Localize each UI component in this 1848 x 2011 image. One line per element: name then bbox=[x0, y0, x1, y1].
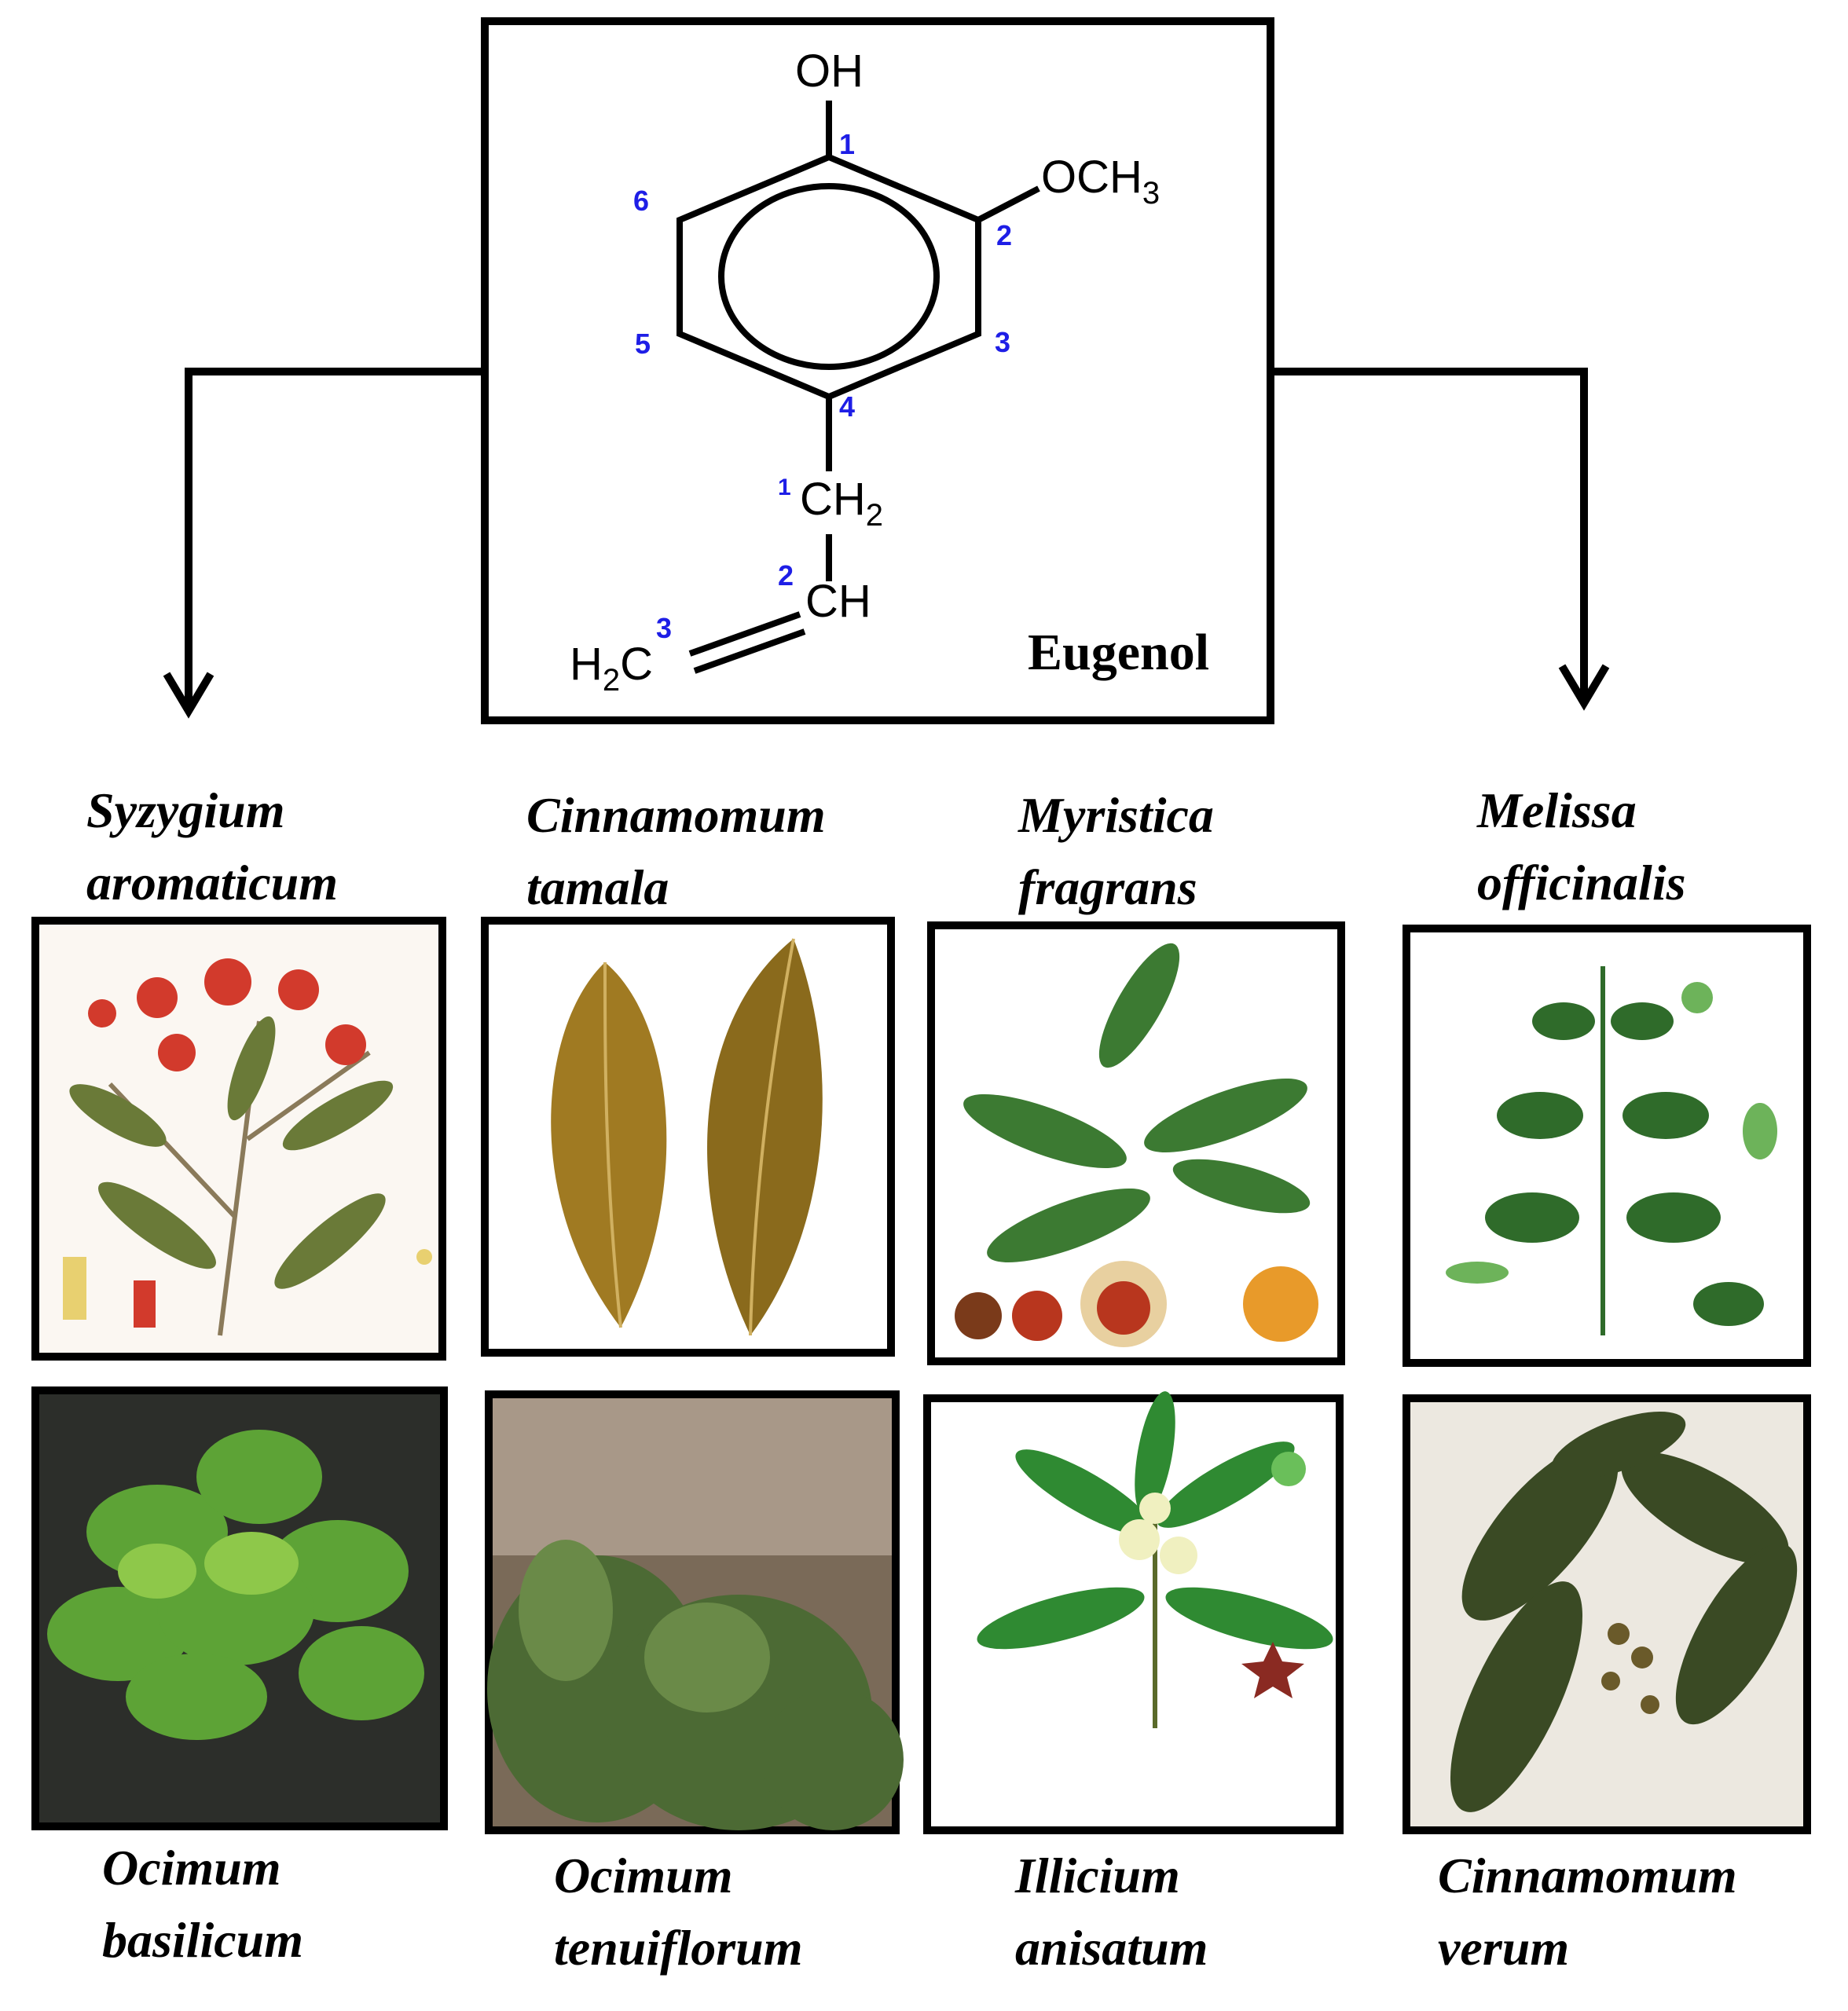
ring-number-3: 3 bbox=[995, 326, 1010, 358]
epithet-text: fragrans bbox=[1018, 859, 1197, 915]
plant-image-syzygium-aromaticum bbox=[31, 917, 446, 1361]
genus-text: Ocimum bbox=[102, 1840, 281, 1896]
species-label-melissa-officinalis: Melissa officinalis bbox=[1477, 775, 1686, 919]
species-label-cinnamomum-verum: Cinnamomum verum bbox=[1438, 1840, 1737, 1984]
ring-number-2: 2 bbox=[996, 219, 1012, 251]
genus-text: Cinnamomum bbox=[1438, 1848, 1737, 1903]
chain-number-3: 3 bbox=[656, 612, 672, 644]
plant-image-cinnamomum-verum bbox=[1402, 1394, 1811, 1834]
species-label-myristica-fragrans: Myristica fragrans bbox=[1018, 779, 1214, 924]
plant-image-ocimum-tenuiflorum bbox=[485, 1390, 904, 1834]
genus-text: Myristica bbox=[1018, 787, 1214, 843]
epithet-text: aromaticum bbox=[86, 855, 339, 910]
ring-number-5: 5 bbox=[635, 328, 651, 360]
bonds bbox=[688, 101, 1040, 674]
chain-number-2: 2 bbox=[778, 559, 794, 592]
methine-label: CH bbox=[805, 576, 871, 627]
compound-name: Eugenol bbox=[1028, 624, 1209, 681]
ring-number-6: 6 bbox=[633, 185, 649, 217]
epithet-text: anisatum bbox=[1015, 1920, 1208, 1976]
genus-text: Ocimum bbox=[554, 1848, 733, 1903]
epithet-text: basilicum bbox=[102, 1912, 304, 1968]
left-connector-arrow bbox=[163, 368, 485, 719]
genus-text: Illicium bbox=[1015, 1848, 1180, 1903]
species-label-ocimum-tenuiflorum: Ocimum tenuiflorum bbox=[554, 1840, 803, 1984]
plant-image-illicium-anisatum bbox=[923, 1391, 1344, 1834]
methylene-label: CH2 bbox=[800, 474, 883, 533]
ring-number-4: 4 bbox=[839, 390, 855, 423]
epithet-text: tenuiflorum bbox=[554, 1920, 803, 1976]
methoxy-label: OCH3 bbox=[1041, 152, 1160, 211]
hydroxyl-label: OH bbox=[795, 46, 864, 97]
epithet-text: tamala bbox=[526, 859, 669, 915]
species-label-ocimum-basilicum: Ocimum basilicum bbox=[102, 1832, 303, 1976]
plant-image-ocimum-basilicum bbox=[31, 1386, 448, 1830]
species-label-illicium-anisatum: Illicium anisatum bbox=[1015, 1840, 1208, 1984]
genus-text: Cinnamomum bbox=[526, 787, 826, 843]
species-label-syzygium-aromaticum: Syzygium aromaticum bbox=[86, 775, 338, 919]
ring-number-1: 1 bbox=[839, 128, 855, 160]
genus-text: Melissa bbox=[1477, 782, 1637, 838]
epithet-text: verum bbox=[1438, 1920, 1570, 1976]
species-label-cinnamomum-tamala: Cinnamomum tamala bbox=[526, 779, 826, 924]
plant-image-cinnamomum-tamala bbox=[481, 917, 895, 1357]
plant-image-melissa-officinalis bbox=[1402, 925, 1811, 1367]
epithet-text: officinalis bbox=[1477, 855, 1686, 910]
terminal-methylene-label: H2C bbox=[570, 639, 653, 698]
structure-box bbox=[481, 17, 1274, 724]
plant-image-myristica-fragrans bbox=[927, 921, 1345, 1365]
genus-text: Syzygium bbox=[86, 782, 285, 838]
chain-number-1: 1 bbox=[778, 474, 791, 500]
right-connector-arrow bbox=[1270, 368, 1610, 711]
